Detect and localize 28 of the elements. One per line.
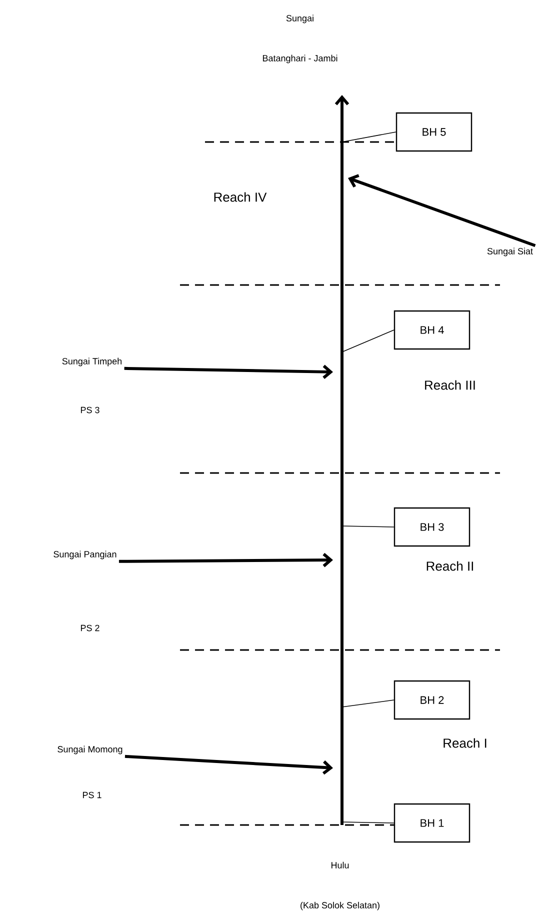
station-label: PS 2: [80, 624, 100, 632]
tributary-label: Sungai Timpeh: [62, 358, 122, 366]
leader-line: [342, 132, 396, 142]
reach-label: Reach IV: [214, 192, 267, 202]
reach-label: Reach III: [425, 380, 475, 390]
tributary-label: Sungai Siat: [487, 248, 533, 256]
river-arrow: [124, 364, 333, 379]
reach-label: Reach II: [426, 561, 473, 571]
borehole-box: BH 3: [394, 507, 470, 547]
station-label: PS 3: [80, 406, 100, 414]
tributary-label: Sungai Momong: [58, 746, 122, 754]
place-label: Sungai Batanghari - Jambi: [262, 14, 338, 64]
river-arrow: [334, 95, 350, 825]
river-arrow: [348, 174, 536, 248]
borehole-box: BH 2: [394, 680, 470, 720]
place-label: Hulu (Kab Solok Selatan): [300, 862, 380, 910]
borehole-box: BH 1: [394, 803, 470, 843]
leader-line: [342, 526, 394, 528]
river-arrow: [118, 552, 333, 568]
leader-line: [342, 700, 394, 708]
reach-label: Reach I: [444, 738, 486, 748]
river-arrow: [124, 754, 333, 775]
station-label: PS 1: [82, 792, 102, 798]
borehole-box: BH 5: [396, 112, 472, 152]
leader-line: [342, 822, 394, 824]
tributary-label: Sungai Pangian: [54, 550, 116, 560]
borehole-box: BH 4: [394, 310, 470, 350]
leader-line: [342, 330, 394, 352]
